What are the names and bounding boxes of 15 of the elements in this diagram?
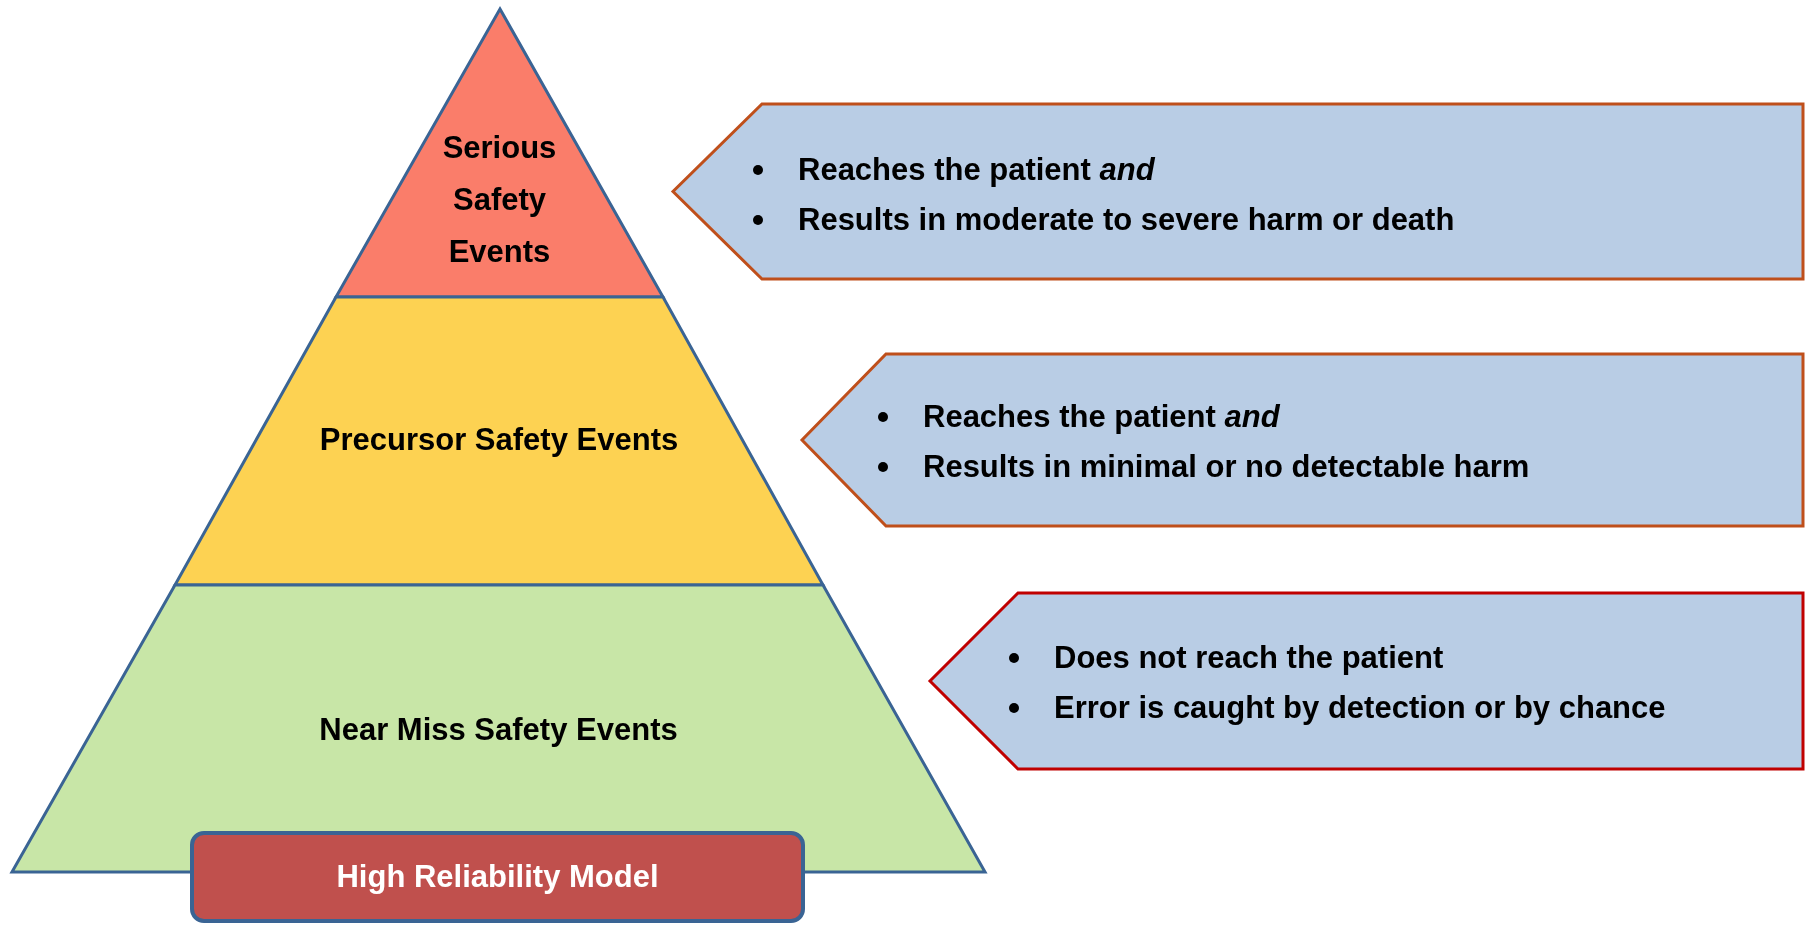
callout-arrow-box bbox=[802, 354, 1803, 526]
pyramid-top-tier bbox=[336, 9, 663, 297]
callout-arrow-box bbox=[930, 593, 1803, 769]
pyramid-middle-tier bbox=[175, 297, 823, 585]
tier-label: Serious Safety Events bbox=[441, 129, 558, 271]
tier-label: Near Miss Safety Events bbox=[318, 711, 679, 749]
bullet-text: Results in minimal or no detectable harm bbox=[923, 449, 1530, 484]
tier-label: Precursor Safety Events bbox=[318, 421, 680, 459]
bullet-text: Reaches the patient and bbox=[923, 399, 1280, 434]
model-label-box: High Reliability Model bbox=[190, 831, 805, 923]
bullet-text: Error is caught by detection or by chance bbox=[1054, 690, 1666, 725]
bullet-text: Does not reach the patient bbox=[1054, 640, 1444, 675]
bullet-text: Reaches the patient and bbox=[798, 152, 1155, 187]
callout-arrow-box bbox=[673, 104, 1803, 279]
bullet-text: Results in moderate to severe harm or death bbox=[798, 202, 1455, 237]
